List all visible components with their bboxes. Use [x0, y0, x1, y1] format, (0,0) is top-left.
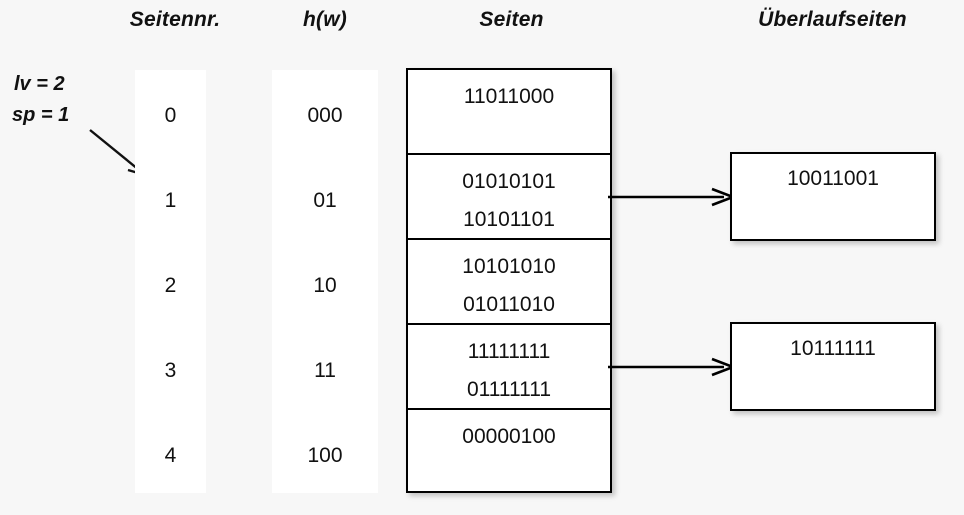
parameter-level-label: lv = 2 [14, 73, 65, 95]
page-number-column: 0 1 2 3 4 [135, 70, 206, 493]
page-bucket-row: 11111111 01111111 [408, 325, 610, 410]
page-bucket-row: 11011000 [408, 70, 610, 155]
hash-value-cell: 10 [313, 274, 337, 297]
overflow-link-arrow-icon [608, 357, 736, 377]
page-number-cell: 1 [164, 189, 177, 212]
page-number-cell: 3 [164, 359, 177, 382]
page-number-cell: 0 [164, 104, 177, 127]
overflow-page-box: 10111111 [730, 322, 936, 411]
page-record: 10101101 [463, 208, 555, 231]
hash-value-column: 000 01 10 11 100 [272, 70, 378, 493]
overflow-record: 10111111 [790, 337, 876, 360]
page-record: 00000100 [462, 425, 556, 448]
column-header-overflow-pages: Überlaufseiten [758, 8, 907, 31]
overflow-link-arrow-icon [608, 187, 736, 207]
pages-table: 11011000 01010101 10101101 10101010 0101… [406, 68, 612, 493]
hash-value-cell: 01 [313, 189, 337, 212]
column-header-page-number: Seitennr. [129, 8, 221, 31]
column-header-hash-function: h(w) [303, 8, 347, 31]
overflow-record: 10011001 [787, 167, 879, 190]
hash-value-cell: 100 [307, 444, 343, 467]
page-record: 01111111 [466, 378, 552, 401]
page-record: 01010101 [462, 170, 556, 193]
page-number-cell: 2 [164, 274, 177, 297]
hash-value-cell: 11 [314, 359, 336, 382]
page-bucket-row: 01010101 10101101 [408, 155, 610, 240]
column-header-pages: Seiten [479, 8, 544, 31]
overflow-page-box: 10011001 [730, 152, 936, 241]
page-record: 10101010 [462, 255, 556, 278]
page-record: 11011000 [463, 85, 555, 108]
hash-value-cell: 000 [307, 104, 343, 127]
page-bucket-row: 00000100 [408, 410, 610, 490]
parameter-split-pointer-label: sp = 1 [12, 104, 70, 126]
page-record: 11111111 [467, 340, 551, 363]
page-record: 01011010 [463, 293, 555, 316]
page-bucket-row: 10101010 01011010 [408, 240, 610, 325]
page-number-cell: 4 [164, 444, 177, 467]
